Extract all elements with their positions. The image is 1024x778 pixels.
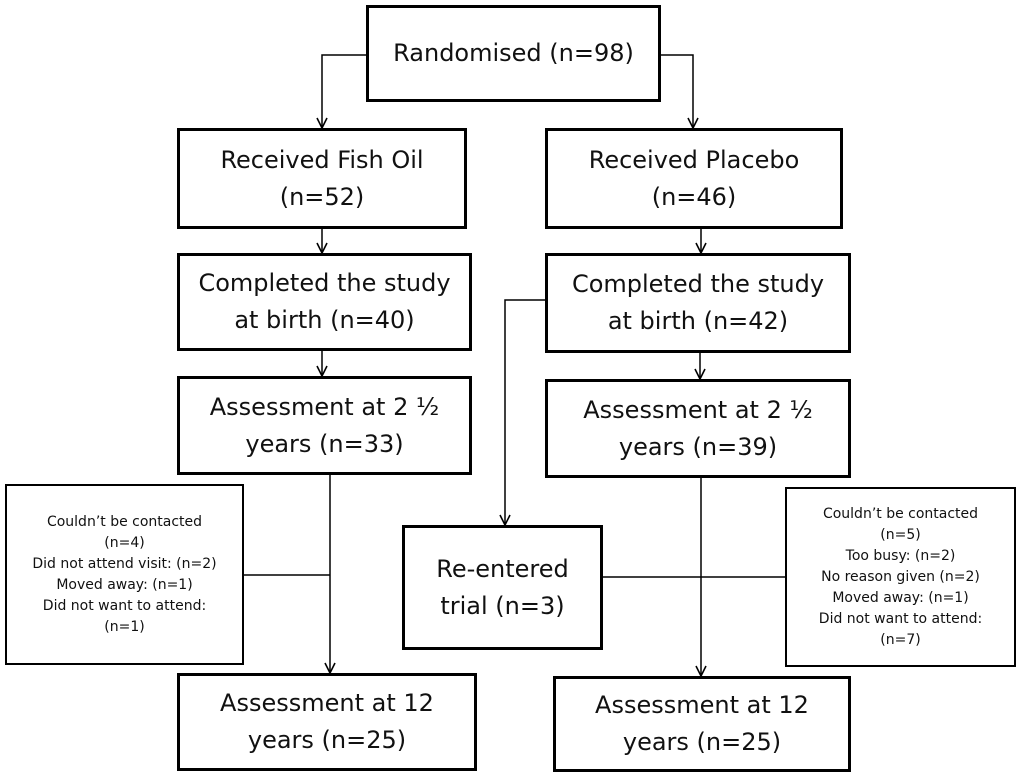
fish-oil-count: (n=52) [279, 182, 365, 211]
fish-lost-line-1: Couldn’t be contacted [46, 513, 203, 530]
fish-lost-to-followup-box: Couldn’t be contacted (n=4) Did not atte… [5, 484, 244, 665]
placebo-count: (n=46) [651, 182, 737, 211]
placebo-lost-line-2: (n=5) [880, 526, 921, 543]
placebo-lost-line-4: No reason given (n=2) [821, 568, 980, 585]
reentered-line-1: Re-entered [436, 554, 569, 583]
fish-completed-box: Completed the study at birth (n=40) [177, 253, 472, 351]
arrow-randomised-to-placebo [660, 54, 693, 128]
fish-completed-line-2: at birth (n=40) [234, 306, 415, 334]
fish-lost-line-6: (n=1) [104, 618, 145, 635]
placebo-assessment-2-5-line-1: Assessment at 2 ½ [583, 395, 813, 424]
fish-assessment-12-line-1: Assessment at 12 [220, 689, 434, 717]
placebo-assessment-12-line-2: years (n=25) [622, 728, 782, 756]
fish-oil-box: Received Fish Oil (n=52) [177, 128, 467, 229]
placebo-box: Received Placebo (n=46) [545, 128, 843, 229]
arrow-placebo-completed-to-reentered [505, 299, 545, 525]
placebo-assessment-12-line-1: Assessment at 12 [595, 691, 809, 719]
fish-lost-line-3: Did not attend visit: (n=2) [32, 555, 217, 572]
fish-assessment-12-box: Assessment at 12 years (n=25) [177, 673, 477, 771]
placebo-lost-line-6: Did not want to attend: [818, 610, 983, 627]
randomised-label: Randomised (n=98) [393, 39, 634, 67]
fish-assessment-2-5-box: Assessment at 2 ½ years (n=33) [177, 376, 472, 475]
placebo-assessment-2-5-box: Assessment at 2 ½ years (n=39) [545, 379, 851, 478]
randomised-box: Randomised (n=98) [366, 5, 661, 102]
placebo-lost-line-3: Too busy: (n=2) [845, 547, 956, 564]
placebo-lost-to-followup-box: Couldn’t be contacted (n=5) Too busy: (n… [785, 487, 1016, 667]
placebo-completed-line-2: at birth (n=42) [607, 307, 789, 335]
fish-assessment-2-5-line-2: years (n=33) [245, 429, 404, 458]
fish-assessment-12-line-2: years (n=25) [247, 726, 407, 754]
placebo-label: Received Placebo [588, 145, 800, 174]
reentered-line-2: trial (n=3) [440, 591, 565, 620]
fish-oil-label: Received Fish Oil [220, 145, 424, 174]
reentered-trial-box: Re-entered trial (n=3) [402, 525, 603, 650]
fish-lost-line-4: Moved away: (n=1) [56, 576, 193, 593]
placebo-lost-line-7: (n=7) [880, 631, 921, 648]
placebo-completed-line-1: Completed the study [571, 270, 825, 298]
placebo-assessment-2-5-line-2: years (n=39) [618, 432, 778, 461]
placebo-lost-line-5: Moved away: (n=1) [832, 589, 969, 606]
fish-completed-line-1: Completed the study [198, 269, 451, 297]
placebo-lost-line-1: Couldn’t be contacted [822, 505, 979, 522]
fish-assessment-2-5-line-1: Assessment at 2 ½ [209, 392, 440, 421]
placebo-completed-box: Completed the study at birth (n=42) [545, 253, 851, 353]
placebo-assessment-12-box: Assessment at 12 years (n=25) [553, 676, 851, 772]
fish-lost-line-2: (n=4) [104, 534, 145, 551]
arrow-randomised-to-fish-oil [322, 54, 368, 128]
fish-lost-line-5: Did not want to attend: [42, 597, 207, 614]
